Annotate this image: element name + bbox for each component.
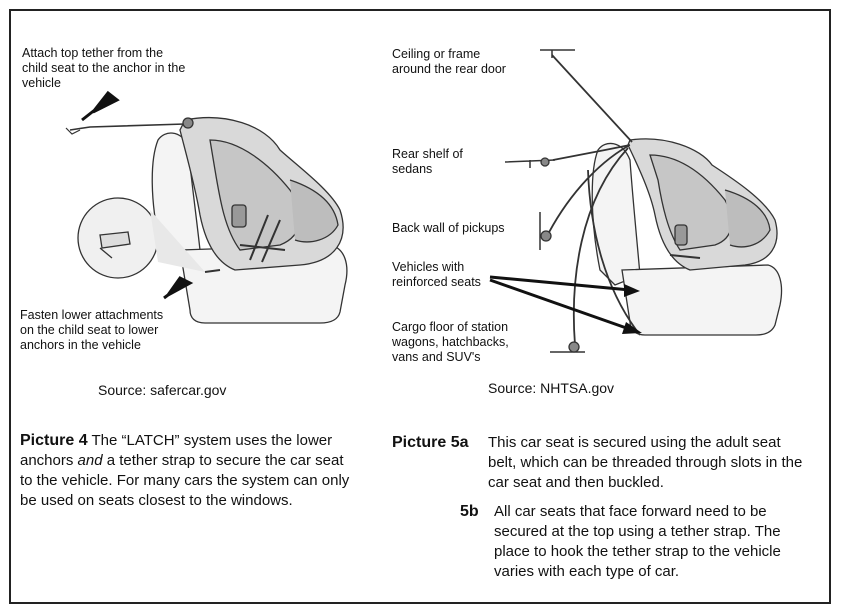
tether-label: Attach top tether from the child seat to…	[22, 46, 186, 90]
picture4-title: Picture 4	[20, 432, 88, 449]
label-rear-shelf: Rear shelf of sedans	[392, 147, 463, 176]
label-reinforced-seats: Vehicles with reinforced seats	[392, 260, 481, 289]
picture4-text-post: a tether strap to secure the car seat to…	[20, 452, 350, 509]
picture5b-title-box: 5b	[460, 502, 490, 522]
label-cargo-floor: Cargo floor of station wagons, hatchback…	[392, 320, 509, 364]
lower-attachments-label: Fasten lower attachments on the child se…	[20, 308, 164, 352]
picture4-caption: Picture 4 The “LATCH” system uses the lo…	[20, 431, 350, 511]
reinforced-seat-arrows	[489, 275, 642, 334]
picture5b-title: 5b	[460, 503, 479, 520]
tether-locations-drawing	[504, 49, 783, 353]
picture5a-caption: This car seat is secured using the adult…	[488, 433, 808, 493]
picture4-text-pre: The “LATCH” system uses the lower anchor…	[20, 432, 333, 469]
source-safercar: Source: safercar.gov	[98, 382, 227, 398]
label-ceiling-frame: Ceiling or frame around the rear door	[392, 47, 506, 76]
latch-car-seat-drawing	[65, 117, 348, 324]
source-nhtsa: Source: NHTSA.gov	[488, 380, 615, 396]
tether-arrow	[81, 90, 120, 122]
picture4-text-em: and	[77, 452, 103, 469]
picture5b-caption: All car seats that face forward need to …	[494, 502, 812, 582]
lower-anchor-arrow	[163, 276, 194, 300]
label-back-wall: Back wall of pickups	[392, 221, 505, 235]
picture5a-title-box: Picture 5a	[392, 433, 487, 453]
picture5b-text: All car seats that face forward need to …	[494, 503, 781, 580]
outer-frame	[9, 9, 831, 604]
picture5a-title: Picture 5a	[392, 434, 469, 451]
picture5a-text: This car seat is secured using the adult…	[488, 434, 803, 491]
